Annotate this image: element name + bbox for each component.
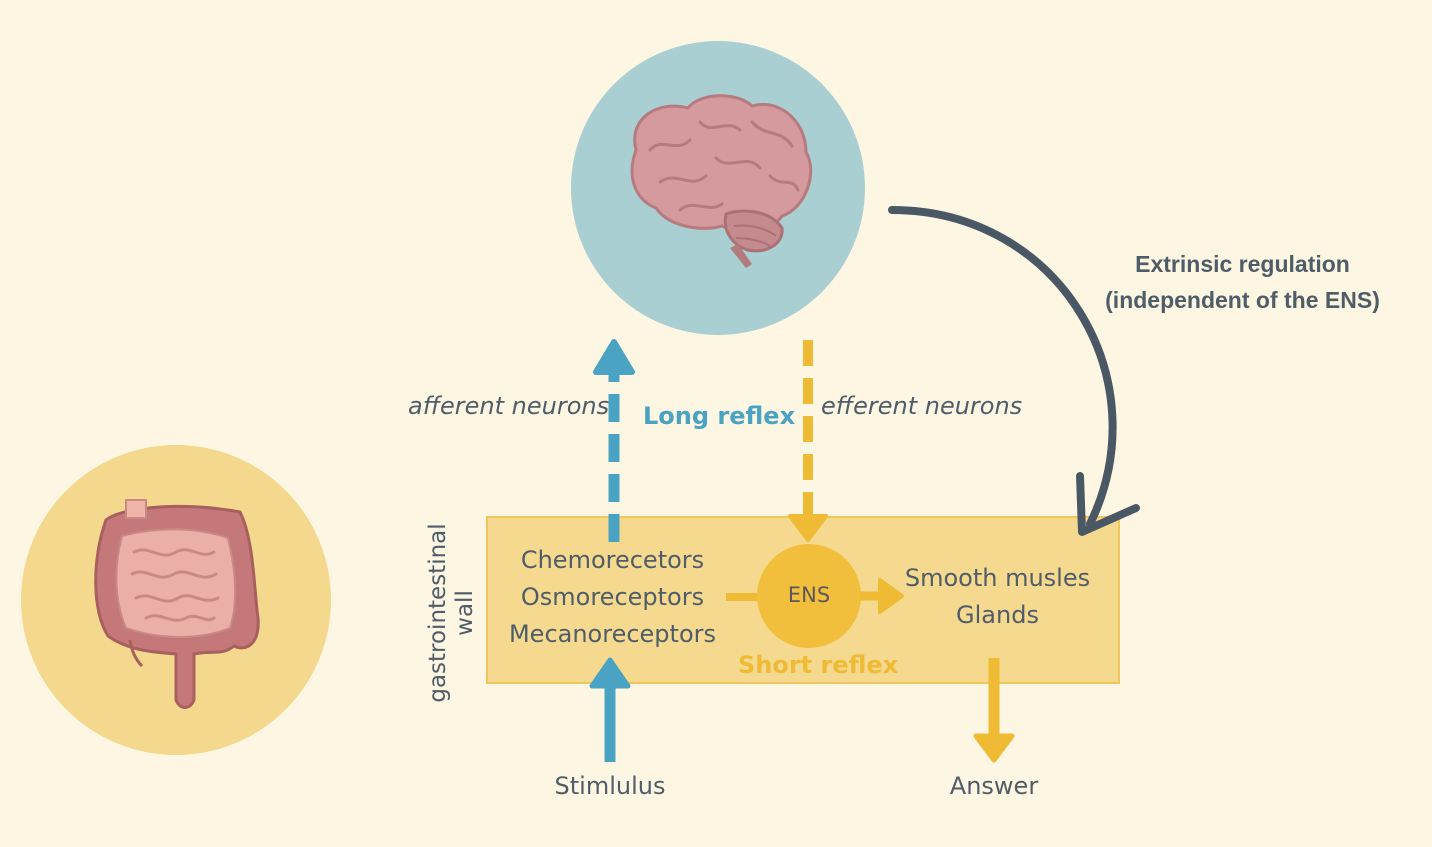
ens-to-effector-arrowhead bbox=[878, 578, 904, 614]
effector-list: Smooth musles Glands bbox=[895, 560, 1100, 634]
receptor-item: Chemorecetors bbox=[520, 546, 705, 574]
ens-label: ENS bbox=[787, 583, 831, 607]
brain-icon bbox=[630, 94, 813, 268]
afferent-neurons-label: afferent neurons bbox=[408, 392, 610, 420]
receptor-item: Osmoreceptors bbox=[520, 583, 705, 611]
extrinsic-line-1: Extrinsic regulation bbox=[1135, 251, 1350, 277]
efferent-neurons-label: efferent neurons bbox=[821, 392, 1023, 420]
stimulus-label: Stimlulus bbox=[554, 772, 666, 800]
intestine-icon bbox=[94, 499, 260, 709]
short-reflex-label: Short reflex bbox=[738, 651, 899, 679]
gi-wall-label: gastrointestinal wall bbox=[425, 513, 479, 713]
answer-arrowhead bbox=[973, 733, 1015, 763]
receptor-list: Chemorecetors Osmoreceptors Mecanorecept… bbox=[490, 542, 735, 653]
effector-item: Smooth musles bbox=[904, 564, 1091, 592]
extrinsic-regulation-label: Extrinsic regulation (independent of the… bbox=[1090, 246, 1395, 318]
ens-circle bbox=[757, 544, 861, 648]
long-reflex-label: Long reflex bbox=[643, 402, 796, 430]
answer-label: Answer bbox=[949, 772, 1039, 800]
wall-label-line-2: wall bbox=[452, 590, 478, 636]
stimulus-arrowhead bbox=[589, 657, 631, 689]
effector-item: Glands bbox=[956, 601, 1039, 629]
efferent-arrowhead bbox=[788, 514, 828, 542]
wall-label-line-1: gastrointestinal bbox=[425, 523, 451, 703]
extrinsic-line-2: (independent of the ENS) bbox=[1105, 287, 1380, 313]
receptor-item: Mecanoreceptors bbox=[508, 620, 717, 648]
extrinsic-arrowhead bbox=[1076, 472, 1140, 536]
afferent-arrowhead bbox=[593, 339, 635, 375]
extrinsic-arrow bbox=[888, 206, 1117, 528]
